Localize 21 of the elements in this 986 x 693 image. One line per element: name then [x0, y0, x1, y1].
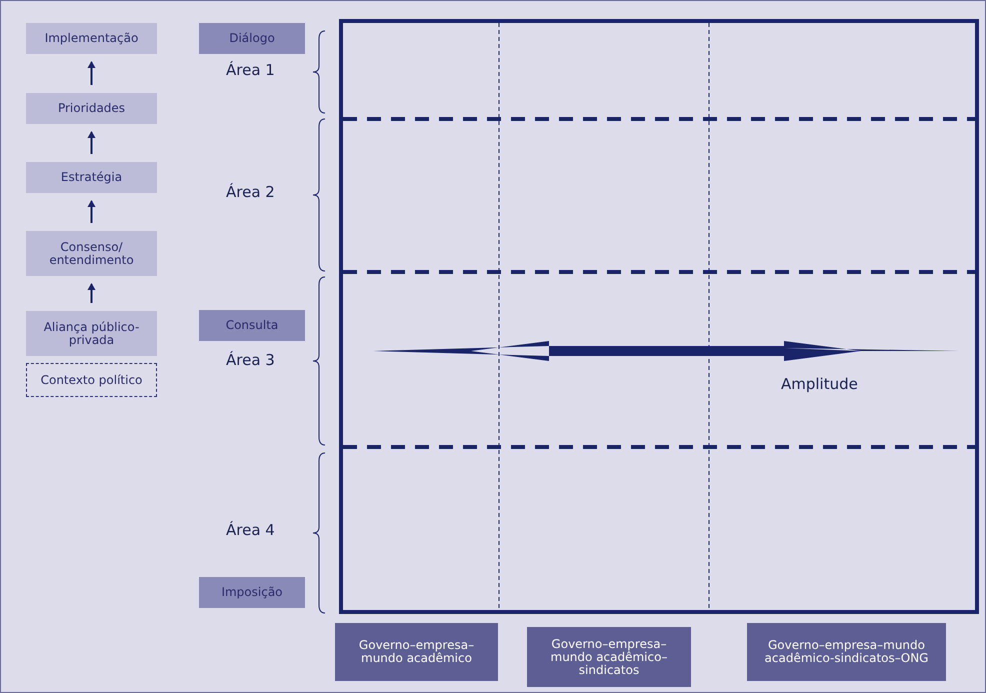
step-box: Estratégia: [26, 162, 157, 193]
arrow: [88, 61, 96, 85]
step-box: Prioridades: [26, 93, 157, 124]
actor-box: Governo–empresa–mundo acadêmico–sindicatos: [527, 627, 691, 687]
step-box: Aliança público-privada: [26, 311, 157, 356]
actor-box: Governo–empresa–mundo acadêmico: [335, 623, 498, 681]
step-box: Implementação: [26, 23, 157, 54]
step-box: Consenso/ entendimento: [26, 231, 157, 276]
area-label: Área 1: [226, 61, 275, 79]
arrow: [88, 283, 96, 303]
arrow: [88, 200, 96, 223]
arrow: [88, 131, 96, 154]
mode-box: Diálogo: [199, 23, 305, 54]
actor-box: Governo–empresa–mundo acadêmico-sindicatos–ONG: [747, 623, 946, 681]
mode-box: Consulta: [199, 310, 305, 341]
area-label: Área 3: [226, 351, 275, 369]
mode-box: Imposição: [199, 577, 305, 608]
area-label: Área 4: [226, 521, 275, 539]
area-label: Área 2: [226, 183, 275, 201]
axis-label: Amplitude: [781, 375, 858, 393]
context-box: Contexto político: [26, 363, 157, 397]
